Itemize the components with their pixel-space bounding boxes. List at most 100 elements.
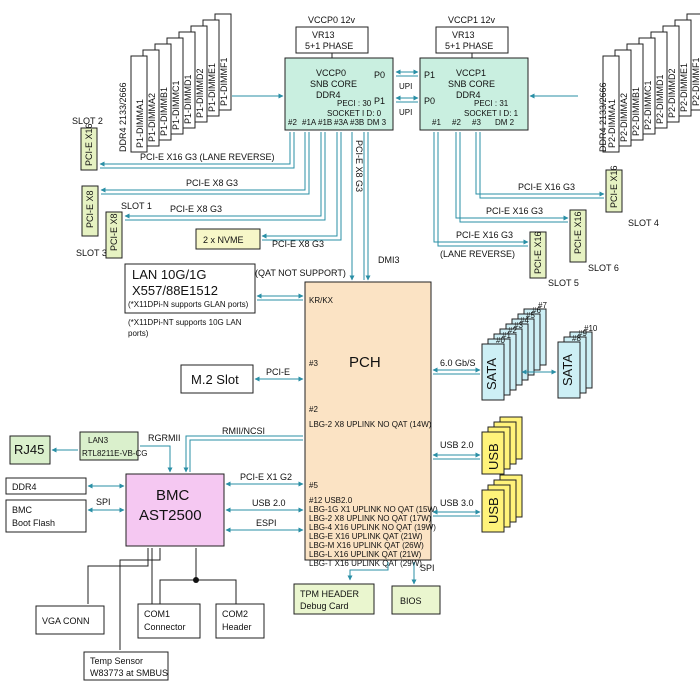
slot4-card [605, 169, 623, 213]
link-rgrmii-label: RGRMII [148, 433, 181, 443]
sata-b-number: #8 [572, 334, 581, 343]
sata-b-number: #10 [584, 324, 598, 333]
pch-list-3: LBG-4 X16 UPLINK NO QAT (19W) [309, 523, 436, 532]
lan-box [124, 263, 256, 314]
right-dimm-card [602, 55, 620, 153]
pch-title: PCH [349, 354, 381, 371]
cpu0-vr-line1: VR13 [312, 30, 335, 40]
right-dimm-label: P2-DIMMA1 [607, 99, 617, 148]
slot2-card [80, 127, 98, 171]
link-spi-pch: SPI [420, 563, 435, 573]
lan-note2: (*X11DPi-NT supports 10G LAN [128, 318, 242, 327]
left-dimm-label: P1-DIMMD2 [195, 68, 205, 118]
link-slot1-a [100, 132, 306, 193]
link-spi-left: SPI [96, 497, 111, 507]
link-vga-b [87, 548, 149, 604]
pch-list-7: LBG-T X16 UPLINK QAT (29W) [309, 559, 422, 568]
temp-line2: W83773 at SMBUS [90, 668, 168, 678]
pch-port-5: #5 [309, 481, 318, 490]
dimm-stack-left: P1-DIMMF1P1-DIMME1P1-DIMMD2P1-DIMMD1P1-D… [130, 13, 232, 153]
usb-stack-2 [481, 416, 523, 475]
link-nvme-b [262, 132, 342, 241]
right-dimm-label: P2-DIMMA2 [619, 93, 629, 142]
cpu1-p1: P1 [424, 70, 435, 80]
ddr4-box [5, 477, 87, 495]
right-dimm-label: P2-DIMMF1 [691, 57, 700, 106]
sata-a-card [481, 343, 505, 401]
com2-line1: COM2 [222, 609, 248, 619]
slot1-card-label: PCI-E X8 [85, 190, 95, 228]
link-x16-g3-r3: PCI-E X16 G3 [456, 230, 513, 240]
cpu1-core: SNB CORE [448, 79, 495, 89]
lan3-chip: RTL8211E-VB-CG [82, 449, 148, 458]
cpu1-vr-box [435, 26, 509, 54]
pch-krkx: KR/KX [309, 296, 334, 305]
link-x8-g3-vertical: PCI-E X8 G3 [354, 140, 364, 192]
right-dimm-label: P2-DIMMB1 [631, 87, 641, 136]
slot6-card-label: PCI-E X16 [573, 211, 583, 254]
link-slot2-b [100, 132, 295, 169]
left-dimm-label: P1-DIMMA1 [135, 99, 145, 148]
lan-note1: (*X11DPi-N supports GLAN ports) [128, 300, 249, 309]
link-usb20-bmc: USB 2.0 [252, 498, 286, 508]
sata-stack-a: #7#6#5#4#3#2#1#0 [481, 301, 547, 401]
com2-line2: Header [222, 622, 252, 632]
cpu1-name: VCCP1 [456, 68, 486, 78]
bios-label: BIOS [400, 596, 422, 606]
cpu1-p0: P0 [424, 96, 435, 106]
pch-list-5: LBG-M X16 UPLINK QAT (26W) [309, 541, 424, 550]
bmc-block [125, 473, 225, 547]
sata-stack-b: #10#9#8 [557, 324, 598, 399]
slot6-card [569, 209, 587, 263]
sata-a-number: #5 [526, 311, 535, 320]
vga-label: VGA CONN [42, 616, 90, 626]
link-slot1-b [101, 132, 310, 195]
link-slot2-a [99, 132, 291, 167]
left-dimm-label: P1-DIMMB1 [159, 87, 169, 136]
link-pcie-x1-label: PCI-E X1 G2 [240, 472, 292, 482]
cpu1-block [419, 57, 529, 131]
cpu1-dm: DM 2 [495, 118, 515, 127]
cpu1-ddr: DDR4 [456, 90, 481, 100]
link-slot6-a [455, 132, 569, 221]
link-qat-not-support: (QAT NOT SUPPORT) [255, 268, 346, 278]
link-slot4-a [475, 132, 605, 197]
link-lane-reverse-right: (LANE REVERSE) [440, 249, 515, 259]
cpu0-ddr: DDR4 [316, 90, 341, 100]
cpu0-name: VCCP0 [316, 68, 346, 78]
link-usb30-right: USB 3.0 [440, 498, 474, 508]
m2-label: M.2 Slot [191, 372, 239, 387]
bmc-line2: AST2500 [139, 507, 202, 524]
bios-box [391, 585, 441, 615]
pch-list-4: LBG-E X16 UPLINK QAT (21W) [309, 532, 423, 541]
link-x16-g3-r2: PCI-E X16 G3 [486, 206, 543, 216]
sata-label-b: SATA [560, 354, 575, 386]
left-dimm-label: P1-DIMMF1 [219, 57, 229, 106]
cpu0-p0: P0 [374, 70, 385, 80]
left-dimm-card [130, 55, 148, 153]
bmc-flash-line1: BMC [12, 505, 33, 515]
sata-a-number: #6 [532, 306, 541, 315]
slot6-label: SLOT 6 [588, 263, 619, 273]
usb-a-card [481, 431, 505, 475]
link-temp [119, 548, 161, 650]
link-slot5-a [433, 132, 529, 245]
sata-b-card [557, 341, 581, 399]
slot3-card [105, 211, 123, 259]
link-slot3-b [125, 132, 326, 221]
sata-a-number: #2 [508, 326, 517, 335]
cpu0-block [284, 57, 394, 131]
cpu0-port-3a: #3A [334, 118, 349, 127]
slot1-label: SLOT 1 [121, 201, 152, 211]
lan-note3: ports) [128, 329, 149, 338]
slot5-label: SLOT 5 [548, 278, 579, 288]
dimm-stack-right: P2-DIMMF1P2-DIMME1P2-DIMMD2P2-DIMMD1P2-D… [602, 13, 700, 153]
pch-port-2: #2 [309, 405, 318, 414]
cpu0-socket: SOCKET I D: 0 [327, 109, 382, 118]
sata-a-number: #3 [514, 321, 523, 330]
slot2-label: SLOT 2 [72, 116, 103, 126]
cpu0-dm: DM 3 [367, 118, 387, 127]
upi-label-2: UPI [399, 108, 412, 117]
pch-lbg2: LBG-2 X8 UPLINK NO QAT (14W) [309, 420, 432, 429]
slot4-card-label: PCI-E X16 [609, 165, 619, 208]
